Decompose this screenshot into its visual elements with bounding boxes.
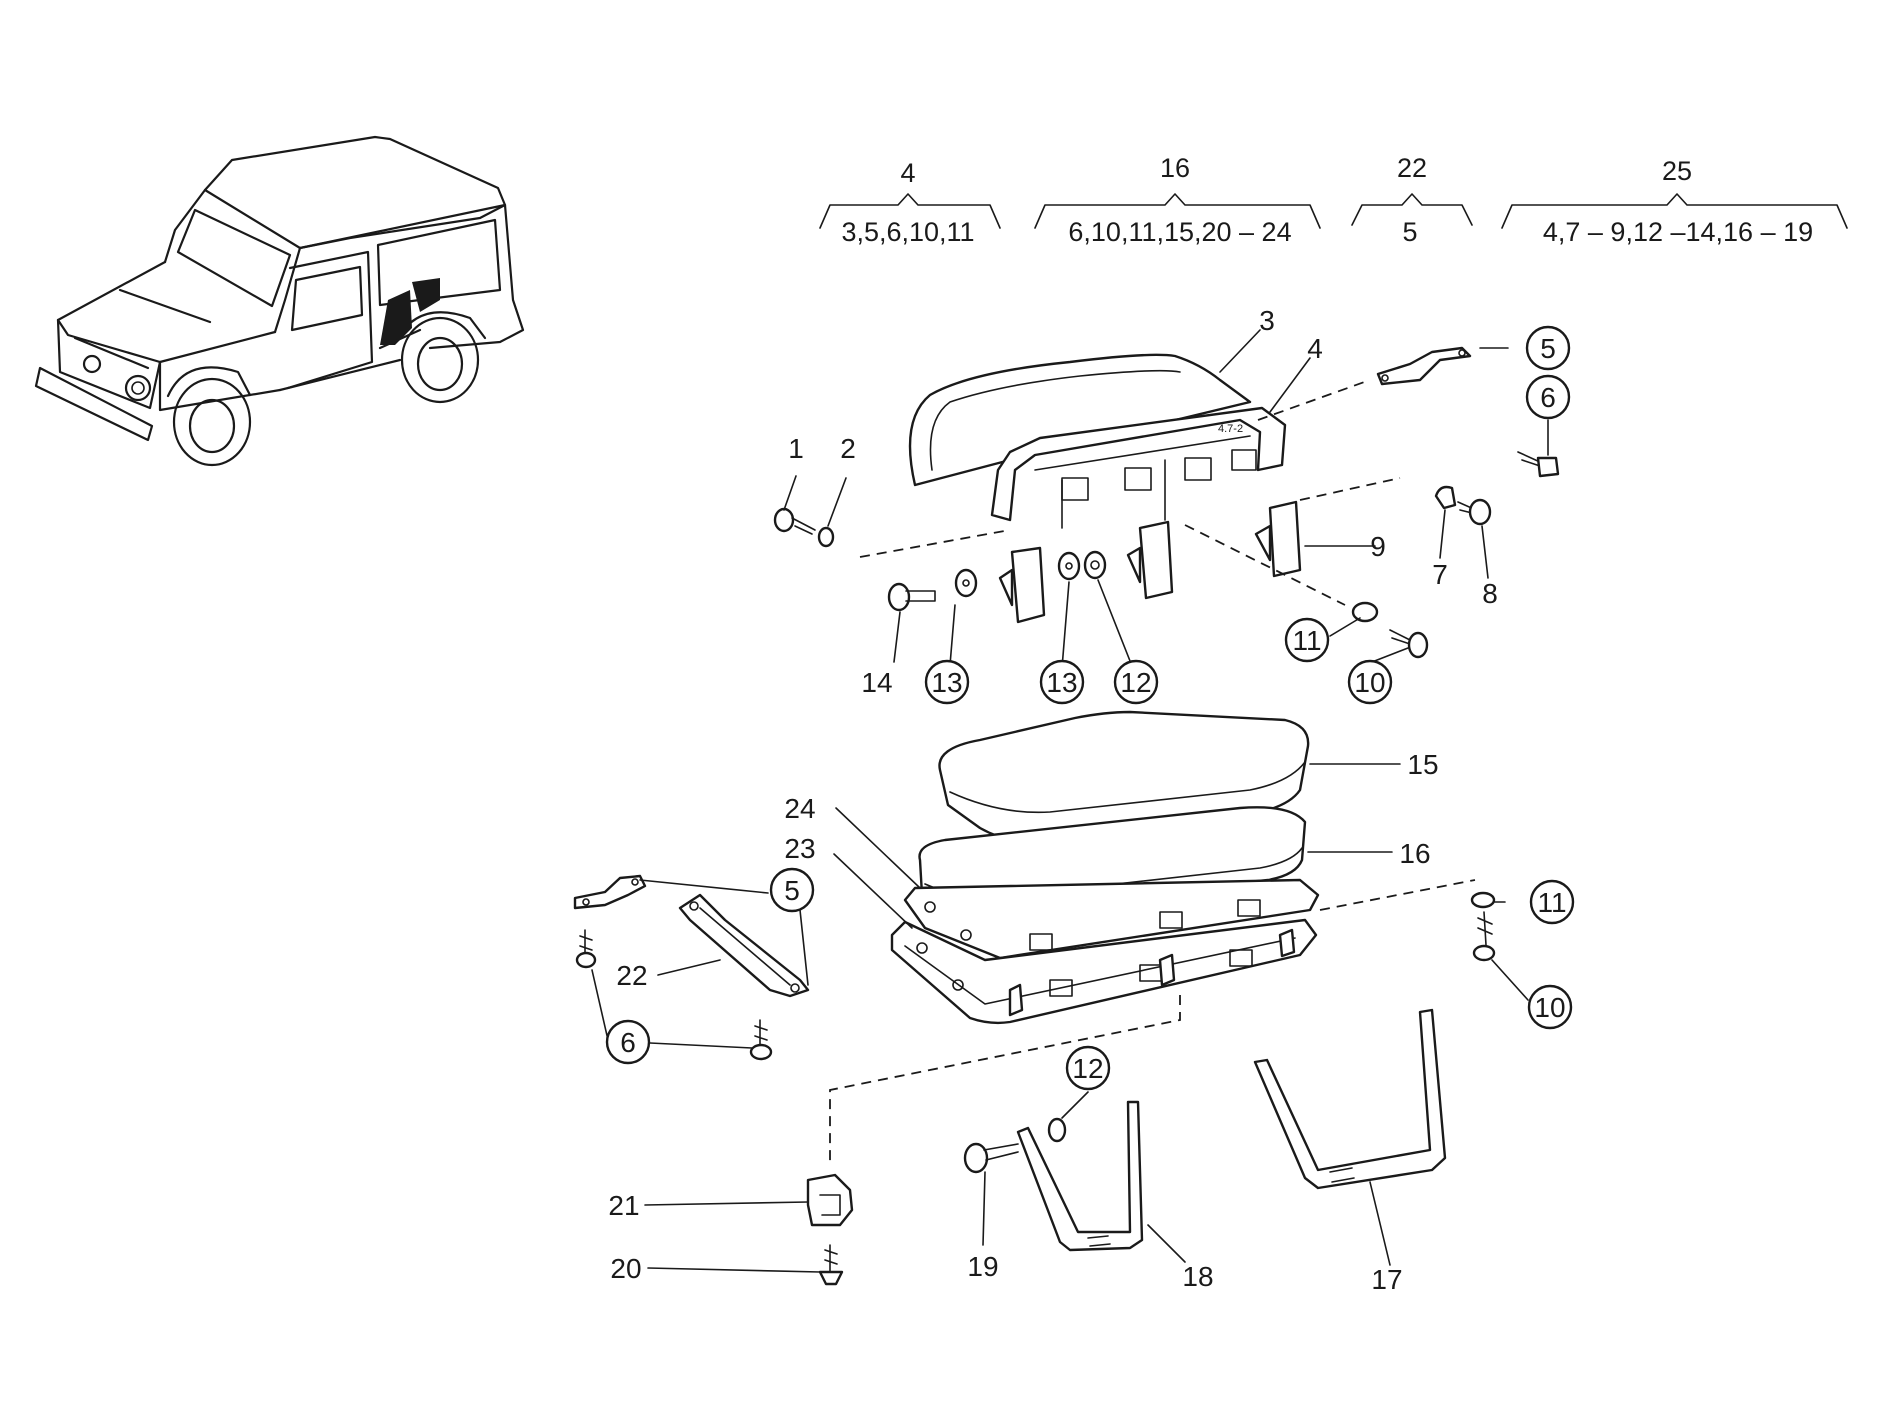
backrest-frame: 4.7-2 bbox=[990, 406, 1287, 529]
screw-10a-icon bbox=[1389, 629, 1429, 659]
label-23: 23 bbox=[784, 833, 815, 864]
strap-22-icon bbox=[678, 893, 810, 998]
bolt-1-icon bbox=[773, 507, 816, 535]
group-4-contents: 3,5,6,10,11 bbox=[841, 217, 974, 247]
screw-6-icon bbox=[1517, 451, 1560, 478]
circled-label-13b: 13 bbox=[1046, 667, 1077, 698]
circled-label-12a: 12 bbox=[1120, 667, 1151, 698]
hinge-brackets bbox=[998, 500, 1302, 624]
screw-6b-icon bbox=[575, 929, 597, 969]
washer-11b-icon bbox=[1470, 891, 1496, 909]
leader-lines bbox=[591, 329, 1549, 1273]
label-3: 3 bbox=[1259, 305, 1275, 336]
group-25-brace: 25 4,7 – 9,12 –14,16 – 19 bbox=[1501, 156, 1848, 247]
group-4-brace: 4 3,5,6,10,11 bbox=[819, 158, 1001, 247]
clip-7-icon bbox=[1434, 485, 1457, 510]
leg-17-icon bbox=[1253, 1008, 1447, 1190]
screw-6c-icon bbox=[749, 1019, 773, 1061]
circled-label-10b: 10 bbox=[1534, 992, 1565, 1023]
svg-text:4.7-2: 4.7-2 bbox=[1218, 423, 1243, 435]
seat-base-23 bbox=[890, 918, 1318, 1025]
circled-label-10a: 10 bbox=[1354, 667, 1385, 698]
label-8: 8 bbox=[1482, 578, 1498, 609]
circled-label-5b: 5 bbox=[784, 875, 800, 906]
circled-label-12b: 12 bbox=[1072, 1053, 1103, 1084]
backrest-cushion bbox=[908, 353, 1252, 487]
label-17: 17 bbox=[1371, 1264, 1402, 1295]
group-22-brace: 22 5 bbox=[1351, 153, 1473, 247]
leg-18-icon bbox=[1016, 1100, 1144, 1252]
circled-label-5a: 5 bbox=[1540, 333, 1556, 364]
screw-10b-icon bbox=[1472, 911, 1496, 962]
label-16: 16 bbox=[1399, 838, 1430, 869]
group-16-contents: 6,10,11,15,20 – 24 bbox=[1068, 217, 1291, 247]
part-labels: 1 2 3 4 9 7 8 14 15 16 24 23 22 21 20 19… bbox=[608, 305, 1497, 1295]
circled-label-11a: 11 bbox=[1292, 625, 1321, 656]
label-14: 14 bbox=[861, 667, 892, 698]
label-15: 15 bbox=[1407, 749, 1438, 780]
label-1: 1 bbox=[788, 433, 804, 464]
label-24: 24 bbox=[784, 793, 815, 824]
washer-13b-icon bbox=[1057, 551, 1081, 581]
washer-2-icon bbox=[817, 526, 835, 548]
group-25-contents: 4,7 – 9,12 –14,16 – 19 bbox=[1543, 217, 1813, 247]
pin-14-icon bbox=[887, 582, 936, 612]
group-22-number: 22 bbox=[1397, 153, 1427, 183]
circled-labels: 5 6 11 10 13 13 12 5 6 11 10 12 bbox=[605, 325, 1575, 1091]
label-18: 18 bbox=[1182, 1261, 1213, 1292]
label-19: 19 bbox=[967, 1251, 998, 1282]
label-22: 22 bbox=[616, 960, 647, 991]
screw-20-icon bbox=[818, 1244, 844, 1286]
washer-12a-icon bbox=[1083, 550, 1107, 580]
label-4: 4 bbox=[1307, 333, 1323, 364]
group-4-number: 4 bbox=[900, 158, 915, 188]
group-22-contents: 5 bbox=[1402, 217, 1417, 247]
label-20: 20 bbox=[610, 1253, 641, 1284]
circled-label-6b: 6 bbox=[620, 1027, 636, 1058]
circled-label-11b: 11 bbox=[1537, 887, 1566, 918]
label-7: 7 bbox=[1432, 559, 1448, 590]
group-25-number: 25 bbox=[1662, 156, 1692, 186]
group-16-number: 16 bbox=[1160, 153, 1190, 183]
circled-label-13a: 13 bbox=[931, 667, 962, 698]
label-21: 21 bbox=[608, 1190, 639, 1221]
washer-13a-icon bbox=[954, 568, 978, 598]
strap-5-icon bbox=[1376, 346, 1472, 386]
pin-19-icon bbox=[963, 1142, 1019, 1174]
seat-frame-24 bbox=[903, 878, 1320, 960]
group-16-brace: 16 6,10,11,15,20 – 24 bbox=[1034, 153, 1321, 247]
washer-11a-icon bbox=[1351, 601, 1379, 623]
label-2: 2 bbox=[840, 433, 856, 464]
vehicle-icon bbox=[34, 135, 525, 467]
label-9: 9 bbox=[1370, 531, 1386, 562]
washer-12b-icon bbox=[1047, 1117, 1067, 1143]
bracket-21-icon bbox=[806, 1173, 854, 1227]
clamp-5b-icon bbox=[573, 874, 647, 910]
circled-label-6a: 6 bbox=[1540, 382, 1556, 413]
bolt-8-icon bbox=[1457, 498, 1492, 526]
